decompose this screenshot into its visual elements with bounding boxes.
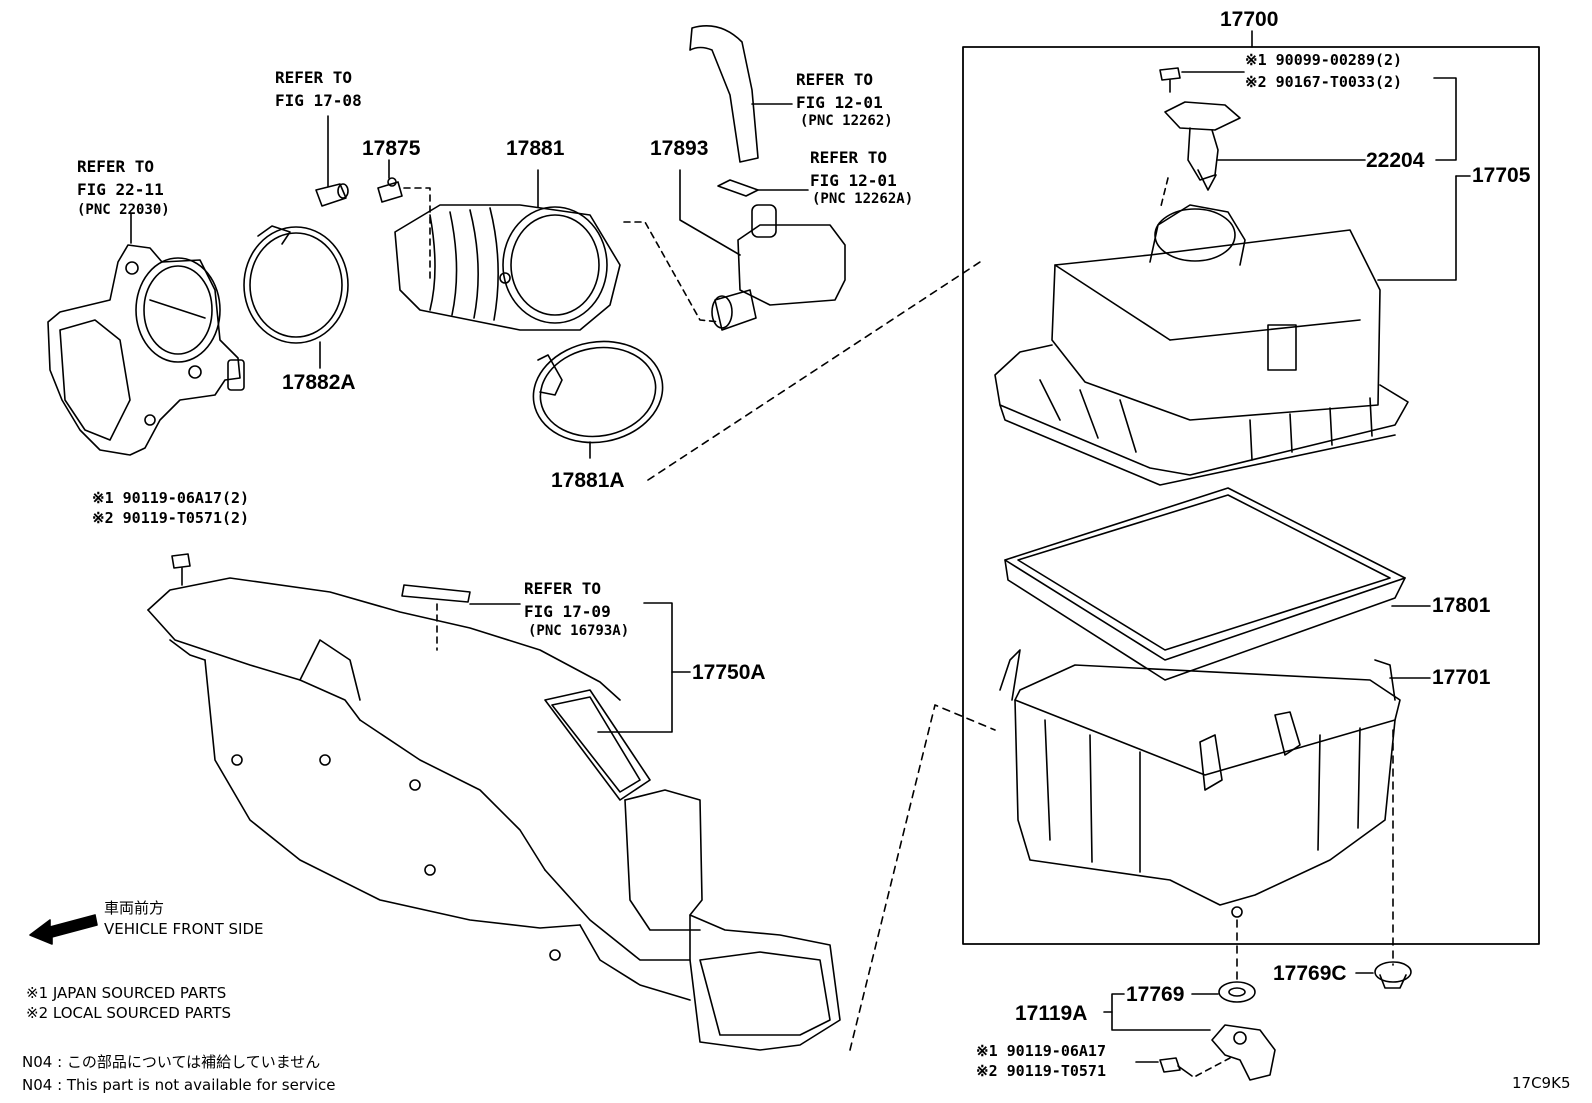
part-17881-label: 17881	[506, 137, 565, 160]
subpart-top-2: ※2 90167-T0033(2)	[1245, 73, 1403, 91]
resonator-17893	[711, 204, 846, 331]
ref-fig-12-01-b-pnc: (PNC 12262A)	[812, 191, 914, 207]
leader-17119A-upper	[1103, 993, 1125, 1013]
leader-dashed-17881	[623, 221, 721, 323]
part-17769C-label: 17769C	[1273, 962, 1347, 985]
leader-17705	[1377, 175, 1457, 281]
part-17119A-label: 17119A	[1015, 1002, 1088, 1025]
part-17881A-label: 17881A	[551, 469, 625, 492]
air-cleaner-cap-17705	[994, 204, 1409, 486]
assembly-17700-box	[962, 46, 1540, 945]
breather-pipe	[689, 25, 759, 163]
ref-fig-12-01-b: REFER TO FIG 12-01	[810, 148, 897, 190]
fitting-17875	[377, 177, 403, 203]
leader-17893	[679, 169, 741, 256]
bracket-17119A	[1211, 1024, 1276, 1081]
dashed-bolt-bracket	[1195, 1057, 1231, 1077]
ref-fig-17-09: REFER TO FIG 17-09	[524, 579, 611, 621]
sensor-22204	[1164, 101, 1241, 191]
bolt-bottom	[1159, 1057, 1193, 1077]
part-17750A-label: 17750A	[692, 661, 766, 684]
subpart-bottom-1: ※1 90119-06A17	[976, 1042, 1106, 1060]
part-17705-label: 17705	[1472, 164, 1531, 187]
part-17882A-label: 17882A	[282, 371, 356, 394]
hose-clip	[717, 179, 759, 197]
note-n04-en: N04 : This part is not available for ser…	[22, 1076, 336, 1094]
air-cleaner-case-17701	[999, 649, 1401, 918]
grommet-17769C	[1374, 961, 1412, 989]
small-hose	[315, 183, 349, 207]
ref-fig-22-11-pnc: (PNC 22030)	[77, 202, 170, 218]
legend-local-sourced: ※2 LOCAL SOURCED PARTS	[26, 1004, 231, 1022]
clamp-17882A	[243, 225, 349, 344]
throttle-body	[47, 244, 245, 456]
part-17875-label: 17875	[362, 137, 421, 160]
air-duct-17750A	[147, 577, 841, 1051]
intake-hose-17881	[394, 204, 621, 331]
part-17801-label: 17801	[1432, 594, 1491, 617]
ref-fig-17-08: REFER TO FIG 17-08	[275, 68, 362, 110]
dashed-sensor-cap	[1159, 177, 1169, 211]
filter-element-17801	[1004, 487, 1406, 681]
grommet-17769	[1218, 981, 1256, 1003]
clamp-17881A	[532, 340, 664, 444]
part-17701-label: 17701	[1432, 666, 1491, 689]
subpart-bottom-2: ※2 90119-T0571	[976, 1062, 1106, 1080]
screw-top	[1159, 67, 1181, 93]
vehicle-front-en: VEHICLE FRONT SIDE	[104, 920, 264, 938]
part-17893-label: 17893	[650, 137, 709, 160]
subpart-left-1: ※1 90119-06A17(2)	[92, 489, 250, 507]
subpart-top-1: ※1 90099-00289(2)	[1245, 51, 1403, 69]
leader-dashed-17875	[403, 187, 431, 281]
leader-17705-bracket	[1433, 77, 1457, 161]
leader-17119A-lower	[1111, 1011, 1211, 1031]
dashed-link-duct-case	[849, 704, 996, 1051]
ref-fig-17-09-pnc: (PNC 16793A)	[528, 623, 630, 639]
dashed-link-hose-box	[647, 261, 981, 481]
note-n04-jp: N04 : この部品については補給していません	[22, 1053, 321, 1071]
leader-17750A	[597, 602, 673, 733]
bolt-left	[171, 553, 191, 586]
subpart-left-2: ※2 90119-T0571(2)	[92, 509, 250, 527]
vehicle-front-jp: 車両前方	[104, 899, 165, 917]
ref-fig-22-11: REFER TO FIG 22-11	[77, 157, 164, 199]
diagram-code: 17C9K5	[1512, 1074, 1571, 1092]
vehicle-front-arrow-icon	[29, 914, 98, 945]
ref-fig-12-01-a-pnc: (PNC 12262)	[800, 113, 893, 129]
part-17769-label: 17769	[1126, 983, 1185, 1006]
ref-fig-12-01-a: REFER TO FIG 12-01	[796, 70, 883, 112]
part-22204-label: 22204	[1366, 149, 1425, 172]
part-17700-label: 17700	[1220, 8, 1279, 31]
legend-japan-sourced: ※1 JAPAN SOURCED PARTS	[26, 984, 227, 1002]
